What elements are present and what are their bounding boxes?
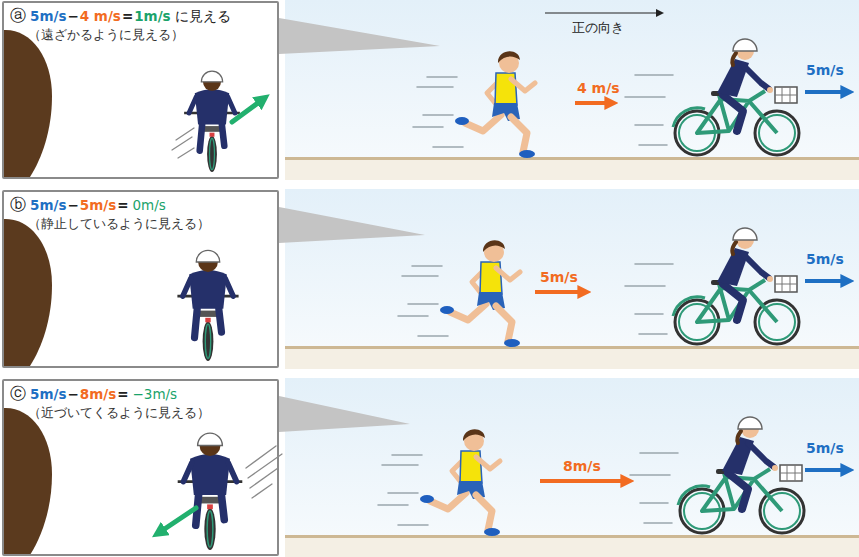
appearance-text: に見える <box>175 8 231 24</box>
direction-label: 正の向き <box>572 20 624 36</box>
apparent-motion-arrow <box>160 100 262 532</box>
viewer-head <box>3 30 52 555</box>
panel-letter: ⓑ <box>10 195 26 214</box>
bicycle-velocity: 5m/s <box>30 197 66 213</box>
equation-line: ⓑ5m/s−5m/s=0m/s <box>10 196 167 214</box>
view-panel: ⓐ5m/s−4 m/s=1m/s に見える （遠ざかるように見える） <box>2 1 279 179</box>
equation-line: ⓐ5m/s−4 m/s=1m/s に見える <box>10 7 232 25</box>
runner-speed-label: 8m/s <box>563 458 601 474</box>
view-panel: ⓒ5m/s−8m/s= −3m/s （近づいてくるように見える） <box>2 379 279 556</box>
relative-velocity: 0m/s <box>133 197 166 213</box>
note-line: （遠ざかるように見える） <box>28 26 184 43</box>
bicycle-speed-label: 5m/s <box>806 251 844 267</box>
relative-velocity: −3m/s <box>133 386 178 402</box>
view-panel: ⓑ5m/s−5m/s=0m/s（静止しているように見える） <box>2 190 279 368</box>
appearance-note: （近づいてくるように見える） <box>28 405 210 420</box>
equals-sign: = <box>122 8 133 24</box>
note-line: （近づいてくるように見える） <box>28 404 210 421</box>
cyclist-figure <box>625 39 804 533</box>
bicycle-rear-view <box>177 71 242 550</box>
minus-sign: − <box>67 386 78 402</box>
equals-sign: = <box>117 197 128 213</box>
note-line: （静止しているように見える） <box>28 215 210 232</box>
minus-sign: − <box>67 197 78 213</box>
panel-letter: ⓒ <box>10 384 26 403</box>
runner-speed-label: 5m/s <box>540 269 578 285</box>
runner-speed-label: 4 m/s <box>577 80 620 96</box>
bicycle-velocity: 5m/s <box>30 8 66 24</box>
runner-velocity: 5m/s <box>80 197 116 213</box>
runner-velocity: 8m/s <box>80 386 116 402</box>
relative-velocity: 1m/s <box>134 8 170 24</box>
runner-velocity-arrow <box>535 103 626 481</box>
runner-figure <box>378 51 535 536</box>
bicycle-velocity-arrow <box>805 92 846 470</box>
direction-arrow <box>545 12 660 13</box>
appearance-note: （遠ざかるように見える） <box>28 27 184 42</box>
bicycle-speed-label: 5m/s <box>806 62 844 78</box>
appearance-note: （静止しているように見える） <box>28 216 210 231</box>
bicycle-speed-label: 5m/s <box>806 440 844 456</box>
view-wedge <box>279 18 440 432</box>
equals-sign: = <box>117 386 128 402</box>
panel-letter: ⓐ <box>10 6 26 25</box>
motion-lines <box>172 128 282 498</box>
runner-velocity: 4 m/s <box>80 8 121 24</box>
minus-sign: − <box>67 8 78 24</box>
scene-background <box>285 0 859 557</box>
equation-line: ⓒ5m/s−8m/s= −3m/s <box>10 385 178 403</box>
bicycle-velocity: 5m/s <box>30 386 66 402</box>
